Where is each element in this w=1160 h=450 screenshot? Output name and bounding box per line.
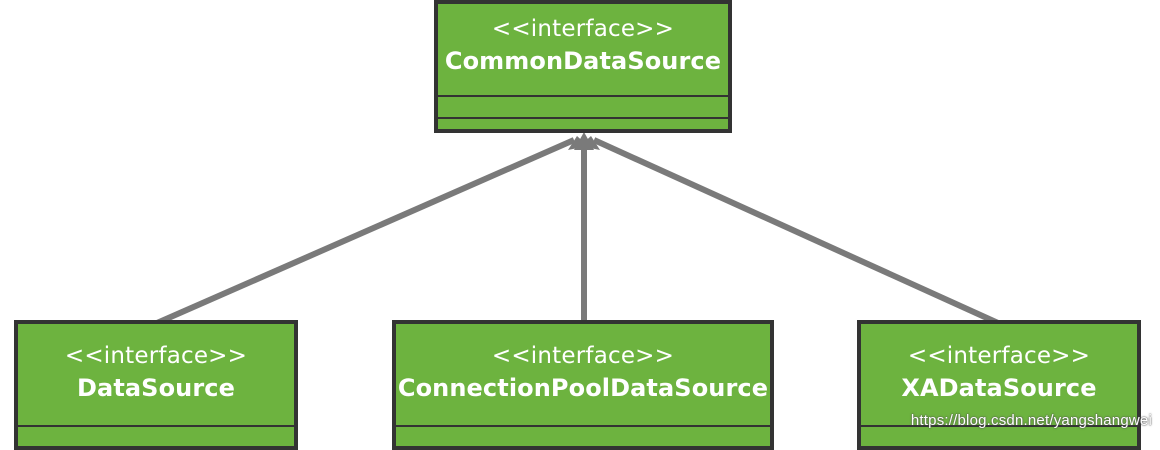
attributes-compartment (396, 427, 770, 447)
interface-name: ConnectionPoolDataSource (397, 374, 769, 402)
attributes-compartment (861, 427, 1137, 447)
edge-xadatasource (592, 137, 1000, 326)
edge-datasource (155, 137, 576, 326)
stereotype-label: <<interface>> (491, 16, 675, 42)
interface-header: <<interface>> ConnectionPoolDataSource (396, 324, 770, 427)
attributes-compartment (438, 97, 728, 119)
interface-name: XADataSource (901, 374, 1097, 402)
stereotype-label: <<interface>> (491, 343, 675, 369)
interface-connection-pool-data-source: <<interface>> ConnectionPoolDataSource (392, 320, 774, 450)
stereotype-label: <<interface>> (64, 343, 248, 369)
interface-name: DataSource (77, 374, 235, 402)
stereotype-label: <<interface>> (907, 343, 1091, 369)
attributes-compartment (18, 427, 294, 447)
interface-header: <<interface>> XADataSource (861, 324, 1137, 427)
arrowhead-right (580, 136, 600, 150)
interface-header: <<interface>> CommonDataSource (438, 4, 728, 97)
interface-common-data-source: <<interface>> CommonDataSource (434, 0, 732, 133)
methods-compartment (438, 119, 728, 133)
class-diagram: <<interface>> CommonDataSource <<interfa… (14, 0, 1152, 450)
inheritance-edges (155, 132, 1000, 326)
interface-name: CommonDataSource (444, 47, 722, 75)
watermark-text: https://blog.csdn.net/yangshangwei (910, 412, 1152, 429)
interface-header: <<interface>> DataSource (18, 324, 294, 427)
interface-xa-data-source: <<interface>> XADataSource (857, 320, 1141, 450)
interface-data-source: <<interface>> DataSource (14, 320, 298, 450)
